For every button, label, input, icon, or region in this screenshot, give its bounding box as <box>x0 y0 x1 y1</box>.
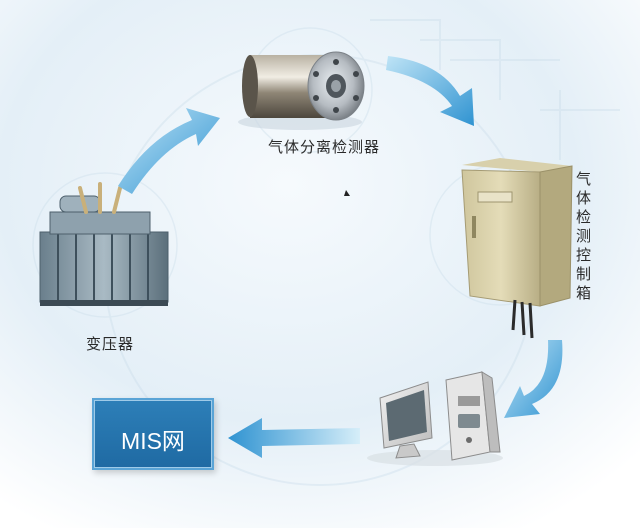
arrow-computer-to-mis <box>228 418 360 458</box>
gas-detection-control-box-label: 气体检测控制箱 <box>576 170 592 302</box>
gas-separation-detector-label: 气体分离检测器 <box>268 138 381 156</box>
mis-network-box: MIS网 <box>92 398 214 470</box>
mis-network-label: MIS网 <box>121 428 185 454</box>
transformer-image <box>39 182 169 306</box>
arrow-transformer-to-separator <box>118 108 220 194</box>
flow-arrows <box>118 56 563 458</box>
arrow-box-to-computer <box>504 340 563 418</box>
arrow-separator-to-box <box>386 56 474 126</box>
gas-separation-detector-image <box>238 51 365 130</box>
transformer-label: 变压器 <box>86 335 135 353</box>
computer-image <box>367 371 503 466</box>
cursor-mark <box>344 190 350 196</box>
gas-detection-control-box-image <box>461 158 573 339</box>
